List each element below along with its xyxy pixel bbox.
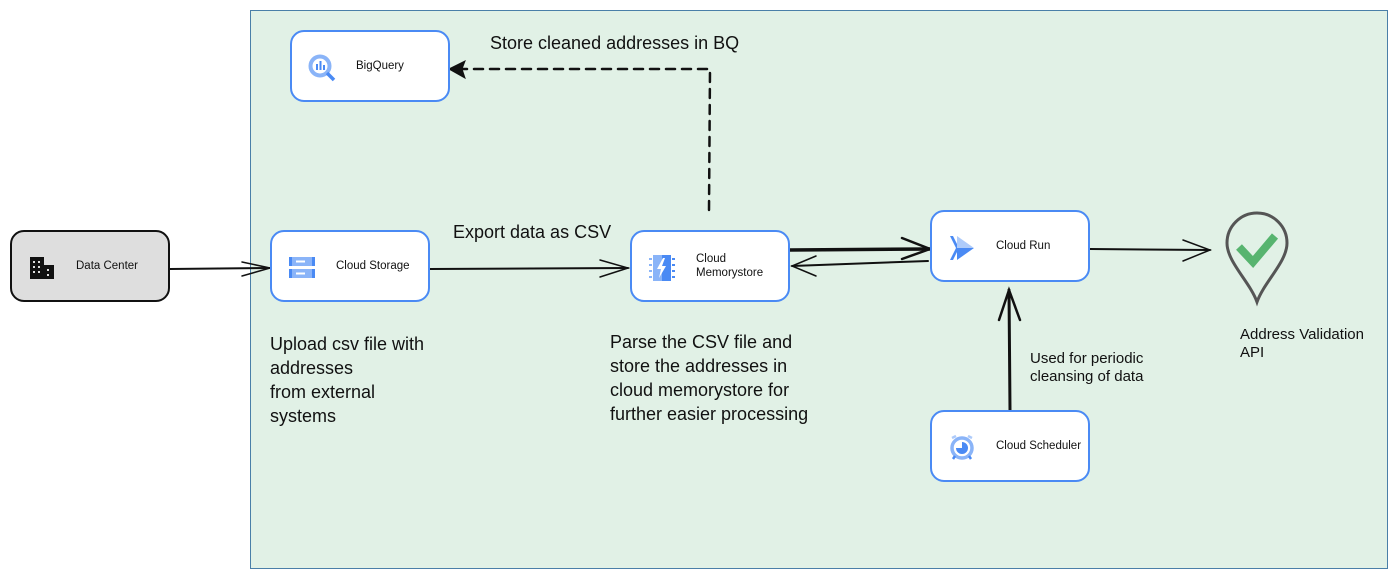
cloud-storage-node[interactable]: Cloud Storage [270, 230, 430, 302]
cloud-scheduler-node[interactable]: Cloud Scheduler [930, 410, 1090, 482]
export-csv-annotation: Export data as CSV [453, 222, 612, 242]
annotation-line: from external [270, 382, 376, 402]
annotation-line: cleansing of data [1030, 368, 1144, 385]
cloud-run-icon [950, 236, 974, 260]
node-label: Data Center [76, 260, 139, 272]
arrow-cloudrun-to-memorystore [790, 255, 929, 277]
label-line: Cloud [696, 253, 727, 265]
annotation-line: store the addresses in [610, 356, 788, 376]
annotation-line: addresses [270, 358, 354, 378]
label-line: Address Validation [1240, 326, 1364, 343]
upload-annotation: Upload csv file with addresses from exte… [270, 332, 424, 428]
label-line: API [1240, 344, 1265, 361]
node-label: Cloud Storage [336, 260, 410, 272]
cloud-run-node[interactable]: Cloud Run [930, 210, 1090, 282]
node-label: BigQuery [356, 60, 404, 72]
annotation-line: Parse the CSV file and [610, 332, 793, 352]
annotation-line: Upload csv file with [270, 334, 425, 354]
arrow-scheduler-to-cloudrun [997, 286, 1022, 412]
annotation-line: further easier processing [610, 404, 809, 424]
store-bq-annotation: Store cleaned addresses in BQ [490, 33, 740, 53]
periodic-annotation: Used for periodic cleansing of data [1030, 350, 1143, 386]
bigquery-icon [308, 54, 336, 82]
arrow-cloudrun-to-api [1089, 239, 1213, 262]
address-validation-label: Address Validation API [1240, 326, 1364, 362]
cloud-region [250, 10, 1388, 569]
node-label: Cloud Scheduler [996, 440, 1082, 452]
arrow-storage-to-memorystore [429, 259, 631, 278]
parse-annotation: Parse the CSV file and store the address… [610, 330, 808, 426]
arrow-memorystore-to-cloudrun [788, 236, 934, 261]
node-label: Cloud Run [996, 240, 1051, 252]
arrow-datacenter-to-storage [169, 261, 271, 277]
arrow-memorystore-to-bigquery [447, 59, 712, 212]
building-icon [30, 257, 54, 279]
map-pin-check-icon [1225, 211, 1289, 307]
memorystore-icon [649, 255, 675, 281]
annotation-line: Used for periodic [1030, 350, 1144, 367]
cloud-storage-icon [289, 257, 315, 278]
annotation-line: cloud memorystore for [610, 380, 790, 400]
annotation-line: systems [270, 406, 337, 426]
bigquery-node[interactable]: BigQuery [290, 30, 450, 102]
label-line: Memorystore [696, 267, 764, 279]
data-center-node[interactable]: Data Center [10, 230, 170, 302]
cloud-scheduler-icon [950, 434, 974, 460]
